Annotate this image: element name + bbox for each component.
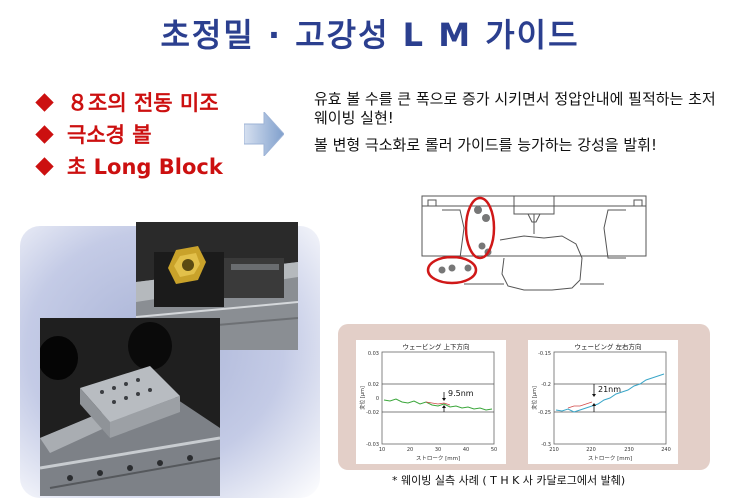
y-tick-label: -0.02 — [366, 410, 379, 416]
right-arrow-icon — [244, 112, 284, 156]
x-tick-label: 210 — [549, 447, 559, 453]
graph-title: ウェービング 左右方向 — [574, 342, 641, 351]
y-tick-label: -0.15 — [538, 351, 551, 357]
description-line: 볼 변형 극소화로 롤러 가이드를 능가하는 강성을 발휘! — [314, 136, 657, 154]
description-block: 유효 볼 수를 큰 폭으로 증가 시키면서 정압안내에 필적하는 초저 웨이빙 … — [314, 90, 734, 163]
y-tick-label: -0.03 — [366, 442, 379, 448]
y-tick-label: -0.3 — [541, 442, 551, 448]
y-tick-label: -0.25 — [538, 410, 551, 416]
feature-list: ８조의 전동 미조 극소경 볼 초 Long Block — [35, 86, 223, 182]
y-tick-label: -0.2 — [541, 382, 551, 388]
graph-title: ウェービング 上下方向 — [402, 342, 469, 351]
waving-trace-line — [567, 401, 593, 409]
lm-guide-photo-block — [40, 318, 220, 496]
feature-label: ８조의 전동 미조 — [67, 91, 219, 115]
lm-guide-cross-section-drawing — [412, 188, 656, 312]
waving-trace-line — [383, 398, 493, 411]
lm-guide-photo-closeup — [136, 222, 298, 350]
feature-item: ８조의 전동 미조 — [35, 86, 223, 118]
x-tick-label: 230 — [624, 447, 634, 453]
y-axis-label: 変位 [μm] — [531, 386, 538, 410]
y-tick-label: 0.03 — [368, 351, 379, 357]
x-tick-label: 20 — [407, 447, 413, 453]
waving-graph-vertical: ウェービング 上下方向 0.03 0.02 0 -0.02 -0.03 変位 [… — [356, 340, 506, 464]
x-tick-label: 10 — [379, 447, 385, 453]
page-title: 초정밀 · 고강성 L M 가이드 — [160, 16, 580, 54]
feature-item: 극소경 볼 — [35, 118, 223, 150]
x-tick-label: 220 — [586, 447, 596, 453]
x-tick-label: 240 — [661, 447, 671, 453]
x-axis-label: ストローク [mm] — [588, 455, 632, 462]
y-tick-label: 0 — [376, 396, 379, 402]
waving-graph-horizontal: ウェービング 左右方向 -0.15 -0.2 -0.25 -0.3 変位 [μm… — [528, 340, 678, 464]
x-tick-label: 30 — [435, 447, 441, 453]
x-axis-label: ストローク [mm] — [416, 455, 460, 462]
diamond-bullet-icon — [35, 124, 54, 144]
y-axis-label: 変位 [μm] — [359, 386, 366, 410]
description-line: 유효 볼 수를 큰 폭으로 증가 시키면서 정압안내에 필적하는 초저 웨이빙 … — [314, 90, 716, 127]
waving-annotation: 9.5nm — [448, 389, 474, 398]
feature-label: 초 Long Block — [67, 155, 223, 179]
x-tick-label: 40 — [463, 447, 469, 453]
waving-trace-line — [425, 401, 451, 406]
x-tick-label: 50 — [491, 447, 497, 453]
y-tick-label: 0.02 — [368, 382, 379, 388]
diamond-bullet-icon — [35, 156, 54, 176]
feature-label: 극소경 볼 — [67, 123, 152, 147]
source-caption: * 웨이빙 실측 사례 ( T H K 사 카달로그에서 발췌) — [392, 474, 626, 487]
diamond-bullet-icon — [35, 92, 54, 112]
feature-item: 초 Long Block — [35, 150, 223, 182]
waving-trace-line — [555, 373, 665, 413]
waving-annotation: 21nm — [598, 385, 621, 394]
